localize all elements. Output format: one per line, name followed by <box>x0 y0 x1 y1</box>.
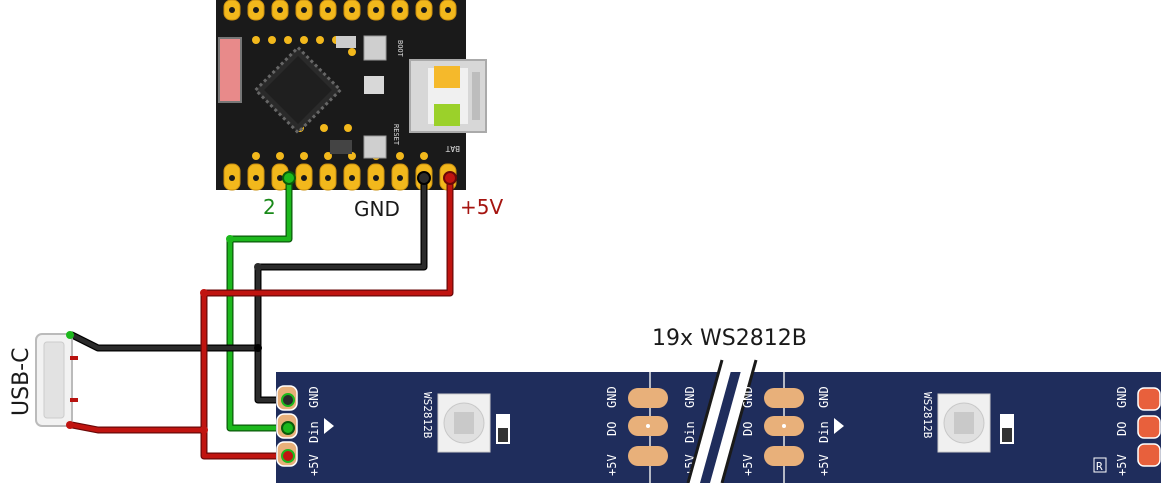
led-strip: GND Din +5V WS2812B GND DO +5V GND Din +… <box>276 359 1161 483</box>
pad-end-gnd: GND <box>1115 386 1129 408</box>
led-1-label: WS2812B <box>421 392 434 439</box>
pad-in3-gnd: GND <box>817 386 831 408</box>
reset-label: RESET <box>392 124 400 146</box>
pad-in-gnd: GND <box>307 386 321 408</box>
mcu-chip <box>253 45 343 135</box>
direction-arrow-1 <box>324 418 334 434</box>
usb-c-label: USB-C <box>9 348 34 416</box>
pad-out2-5v: +5V <box>741 454 755 476</box>
pad-out2-gnd: GND <box>741 386 755 408</box>
microcontroller-board: BOOT RESET BAT <box>216 0 487 191</box>
boot-button <box>363 35 387 61</box>
strip-input-pads <box>276 385 298 467</box>
registered-mark: R <box>1093 457 1107 473</box>
pad-in3-5v: +5V <box>817 454 831 476</box>
copper-pads-1 <box>628 388 668 466</box>
wire-power-usb-inner <box>69 422 207 433</box>
direction-arrow-2 <box>834 418 844 434</box>
usb-c-connector <box>35 331 78 429</box>
pad-in3-din: Din <box>817 421 831 443</box>
small-component-1 <box>364 76 384 94</box>
strip-break-mark <box>686 359 758 483</box>
small-component-3 <box>330 140 352 154</box>
end-pads <box>1137 387 1161 467</box>
board-usb-connector <box>409 59 487 133</box>
pad-end-do: DO <box>1115 422 1129 436</box>
top-pin-holes <box>229 7 451 13</box>
copper-pads-2 <box>764 388 804 466</box>
pad-in-5v: +5V <box>307 454 321 476</box>
pad-out1-do: DO <box>605 422 619 436</box>
pad-in-din: Din <box>307 421 321 443</box>
pin-5v-label: +5V <box>460 195 503 219</box>
led-1 <box>437 393 510 453</box>
pin-gnd-label: GND <box>354 197 400 221</box>
pad-out1-5v: +5V <box>605 454 619 476</box>
pad-end-5v: +5V <box>1115 454 1129 476</box>
small-component-2 <box>336 36 356 48</box>
led-2-label: WS2812B <box>921 392 934 439</box>
strip-count-label: 19x WS2812B <box>652 326 807 351</box>
battery-connector <box>218 37 242 103</box>
wire-junctions <box>200 171 457 434</box>
pad-in2-gnd: GND <box>683 386 697 408</box>
pad-in2-din: Din <box>683 421 697 443</box>
reset-button <box>363 135 387 159</box>
boot-label: BOOT <box>396 40 404 58</box>
svg-text:R: R <box>1096 460 1103 473</box>
pad-out2-do: DO <box>741 422 755 436</box>
bat-label: BAT <box>445 144 460 153</box>
pin-2-label: 2 <box>263 195 276 219</box>
pad-out1-gnd: GND <box>605 386 619 408</box>
led-2 <box>937 393 1014 453</box>
